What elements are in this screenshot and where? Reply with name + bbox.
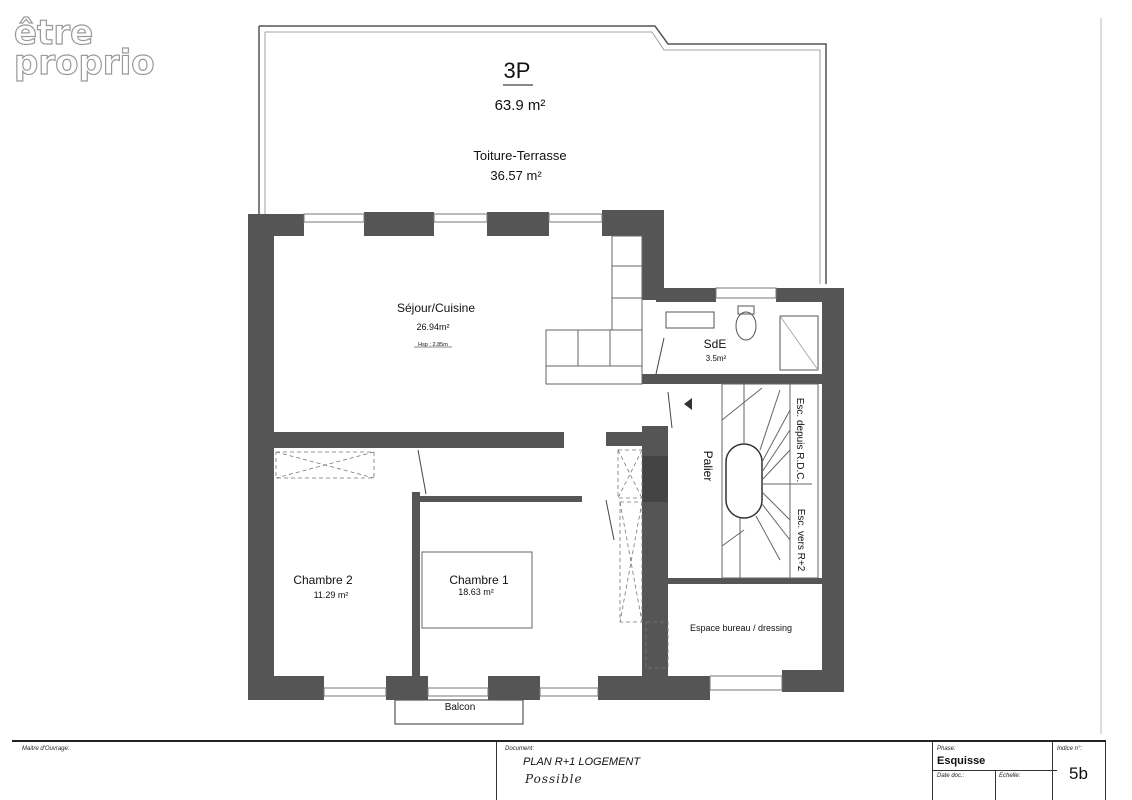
document-title: PLAN R+1 LOGEMENT [523,756,641,768]
total-area: 63.9 m² [495,97,546,114]
maitre-ouvrage-label: Maitre d'Ouvrage: [22,746,70,752]
sde-fixtures [665,305,819,371]
logo-line-1: être [13,13,94,53]
chambre1-area: 18.63 m² [458,587,494,597]
type-label: 3P [504,58,531,83]
exterior-walls [248,210,844,700]
kitchen-units [545,235,643,385]
date-doc-label: Date doc.: [937,773,965,779]
bed-outline [421,551,533,629]
closets [275,449,669,669]
sde-name: SdE [704,337,727,351]
balcon-name: Balcon [445,702,476,713]
etre-proprio-logo: être proprio [13,13,155,83]
balcon-outline [394,699,524,725]
terrasse-name: Toiture-Terrasse [473,148,566,163]
chimney-duct [642,456,668,502]
doors [417,337,673,541]
chambre2-name: Chambre 2 [293,573,353,587]
title-block: Maitre d'Ouvrage: Document: PLAN R+1 LOG… [12,740,1106,800]
sde-area: 3.5m² [706,354,727,363]
sejour-name: Séjour/Cuisine [397,301,475,315]
logo-line-2: proprio [13,43,155,83]
terrasse-outline [259,25,827,284]
indice-label: Indice n°: [1057,746,1083,752]
staircase [721,383,819,579]
document-cell: Document: PLAN R+1 LOGEMENT Possible [496,742,937,800]
esc-r2-label: Esc. vers R+2 [795,509,806,572]
windows [303,213,783,697]
document-label: Document: [505,746,535,752]
bureau-name: Espace bureau / dressing [690,623,792,633]
date-divider [995,770,996,800]
echelle-label: Echelle: [999,773,1021,779]
entry-arrow [684,398,692,410]
esc-rdc-label: Esc. depuis R.D.C. [794,398,805,482]
sejour-height: Hsp : 2.85m [418,342,448,348]
palier-name: Palier [701,451,715,482]
indice-value: 5b [1069,764,1088,783]
phase-cell: Phase: Esquisse Date doc.: Echelle: [932,742,1057,800]
indice-cell: Indice n°: 5b [1052,742,1106,800]
terrasse-area: 36.57 m² [490,168,542,183]
sejour-area: 26.94m² [416,322,449,332]
chambre2-area: 11.29 m² [314,590,349,600]
handwritten-note: Possible [525,772,583,786]
phase-label: Phase: [937,746,956,752]
phase-value: Esquisse [937,755,986,767]
terrasse-outline-inner [265,31,821,284]
chambre1-name: Chambre 1 [449,573,509,587]
